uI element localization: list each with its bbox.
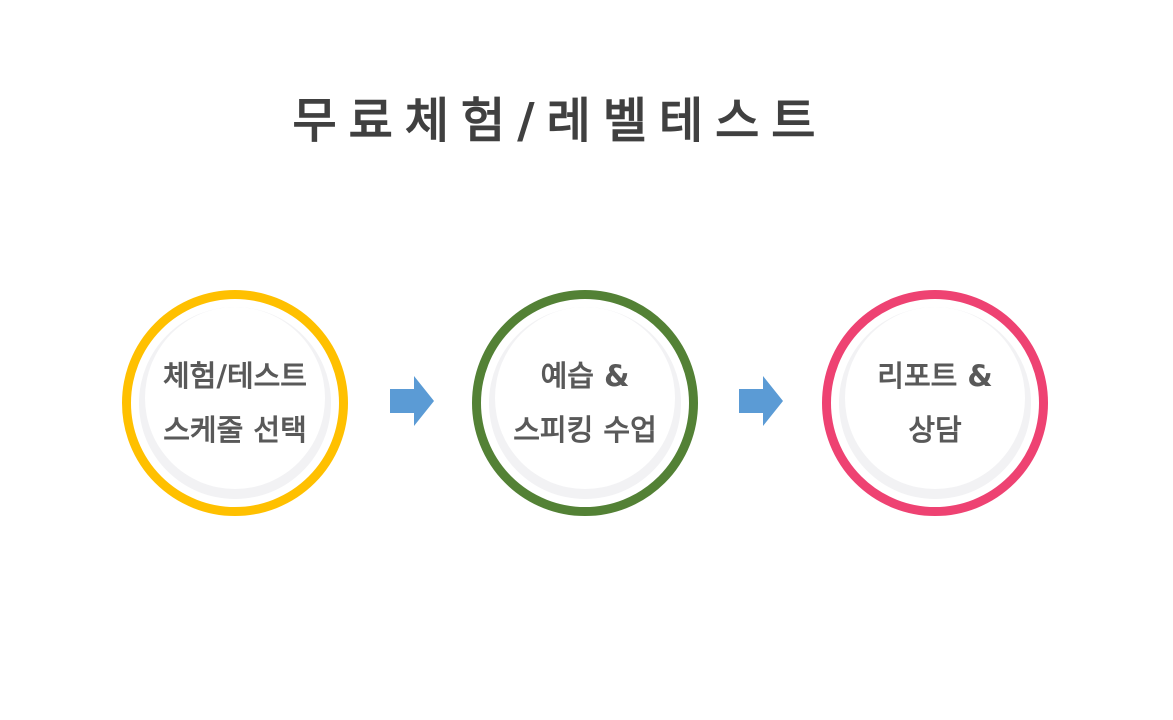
step-label-line2: 스케줄 선택 [163,413,307,447]
right-arrow-icon [739,376,783,426]
step-circle-speaking-class: 예습 & 스피킹 수업 [472,290,698,516]
step-label-line1: 리포트 & [877,359,993,393]
step-circle-inner: 체험/테스트 스케줄 선택 [139,307,331,499]
step-label-line1: 체험/테스트 [163,359,307,393]
step-circle-inner: 예습 & 스피킹 수업 [489,307,681,499]
step-circle-inner: 리포트 & 상담 [839,307,1031,499]
page-title: 무료체험/레벨테스트 [292,93,828,149]
step-label-line2: 스피킹 수업 [513,413,657,447]
step-circle-schedule: 체험/테스트 스케줄 선택 [122,290,348,516]
right-arrow-icon [390,376,434,426]
step-label-line2: 상담 [908,413,962,447]
step-label-line1: 예습 & [540,359,630,393]
step-circle-report-consult: 리포트 & 상담 [822,290,1048,516]
